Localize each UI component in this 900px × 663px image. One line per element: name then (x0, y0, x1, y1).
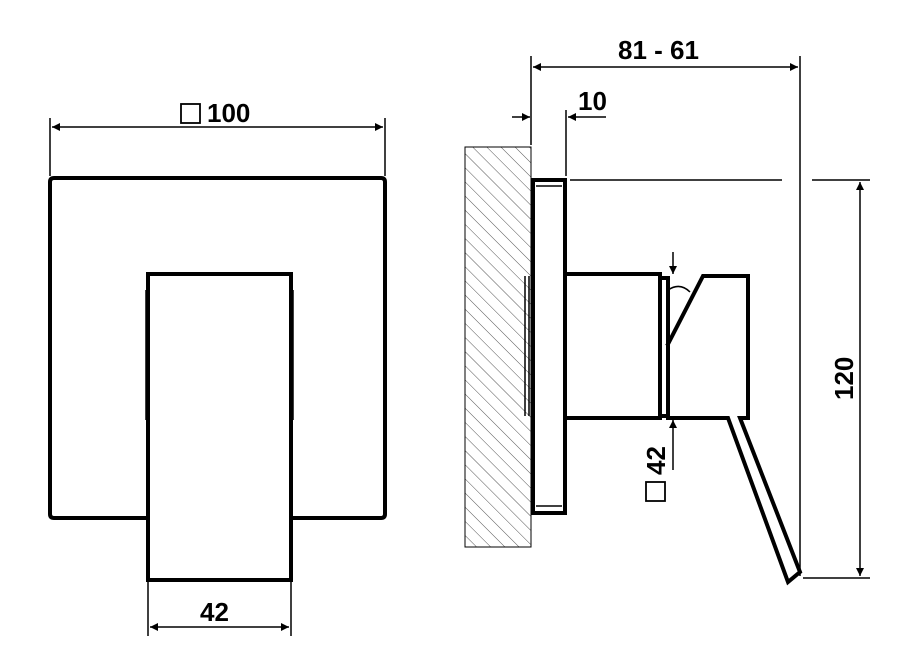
side-lever (665, 274, 803, 586)
side-collar (658, 276, 670, 418)
front-handle (146, 272, 293, 582)
side-plate-label: 10 (578, 86, 607, 116)
front-handle-width-label: 42 (200, 597, 229, 627)
square-symbol (180, 103, 201, 124)
front-plate-outline (48, 176, 387, 520)
wall-section (464, 146, 532, 548)
side-depth-label: 81 - 61 (618, 35, 699, 65)
front-width-label: 100 (207, 98, 250, 128)
side-height-label: 120 (829, 357, 859, 400)
side-handle-width-label: 42 (641, 446, 671, 475)
side-view: 81 - 61 10 120 42 (464, 35, 870, 586)
side-lever-arc (667, 285, 691, 293)
side-plate (531, 178, 567, 515)
front-view: 100 42 (48, 98, 387, 636)
square-symbol-side (645, 481, 666, 502)
